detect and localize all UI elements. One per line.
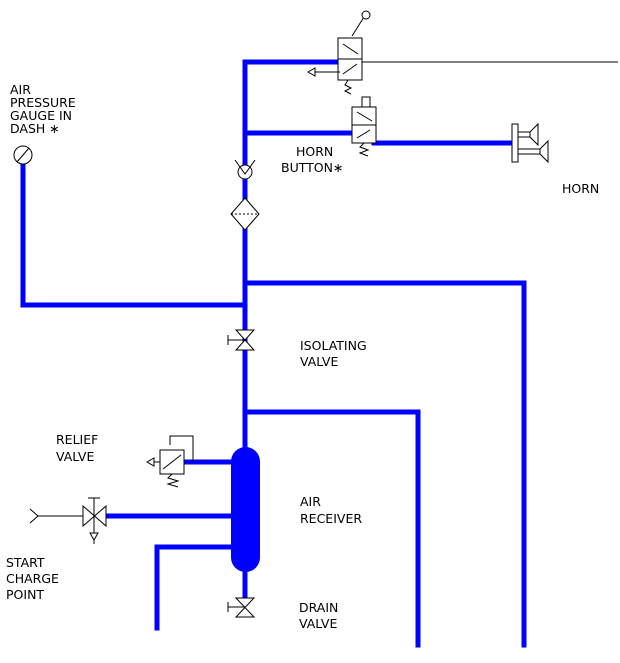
lower-left-outlet xyxy=(154,544,235,631)
middle-outlet-line xyxy=(242,409,421,648)
horn-label: HORN xyxy=(562,181,599,196)
drain-valve-icon xyxy=(227,597,256,618)
isolating-valve-icon xyxy=(227,329,256,351)
gauge-label: AIR PRESSURE GAUGE IN DASH ∗ xyxy=(10,82,80,136)
right-outlet-line xyxy=(242,280,527,648)
air-receiver-label: AIR RECEIVER xyxy=(300,494,362,526)
start-charge-label: START CHARGE POINT xyxy=(6,555,63,602)
horn-button-valve-icon xyxy=(351,96,377,157)
filter-icon xyxy=(230,197,260,231)
lever-valve-icon xyxy=(306,10,618,95)
air-receiver-tank xyxy=(231,447,260,572)
start-charge-valve-icon xyxy=(29,497,107,544)
relief-valve-label: RELIEF VALVE xyxy=(56,432,102,464)
horn-icon xyxy=(511,122,549,164)
pressure-gauge-icon xyxy=(13,145,33,165)
relief-valve-icon xyxy=(145,435,194,488)
pipework xyxy=(20,59,527,648)
check-valve-icon xyxy=(234,159,256,180)
isolating-valve-label: ISOLATING VALVE xyxy=(300,338,371,369)
drain-valve-label: DRAIN VALVE xyxy=(299,600,342,631)
gauge-line xyxy=(20,162,248,308)
horn-button-label: HORN BUTTON∗ xyxy=(281,144,343,175)
